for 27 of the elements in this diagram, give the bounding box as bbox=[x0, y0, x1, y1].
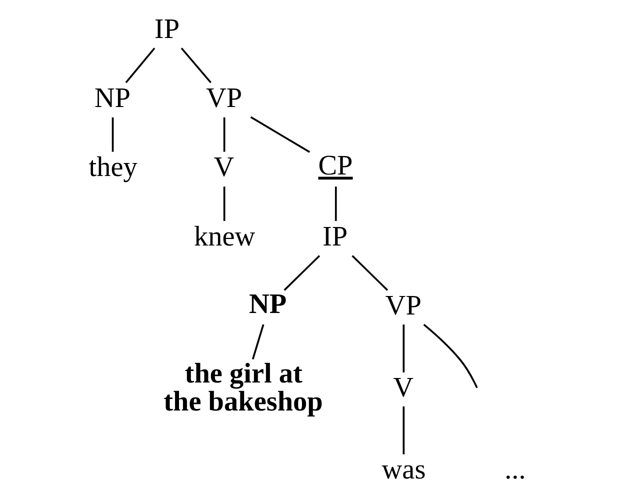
node-text: V bbox=[393, 372, 414, 404]
connector bbox=[125, 48, 156, 84]
connector bbox=[250, 116, 310, 153]
connector bbox=[352, 255, 388, 291]
node-text: CP bbox=[318, 150, 353, 182]
connector bbox=[180, 48, 212, 84]
node-text: knew bbox=[194, 221, 256, 252]
node-text: the girl at the bakeshop bbox=[164, 358, 323, 418]
label: ... bbox=[504, 454, 526, 486]
connector bbox=[223, 117, 226, 152]
connector bbox=[252, 324, 264, 360]
node-text: V bbox=[214, 152, 234, 184]
connector bbox=[223, 186, 226, 221]
node-text: they bbox=[88, 152, 138, 184]
connector bbox=[284, 255, 320, 291]
node-text: VP bbox=[206, 82, 242, 114]
node-text: IP bbox=[322, 221, 348, 252]
node-text: NP bbox=[249, 289, 287, 320]
node-text: VP bbox=[385, 290, 422, 322]
connector bbox=[112, 117, 114, 152]
connector bbox=[334, 186, 337, 221]
node-text: IP bbox=[154, 14, 180, 45]
connector bbox=[423, 324, 478, 388]
node-text: NP bbox=[94, 82, 131, 114]
connector bbox=[402, 406, 405, 454]
node-text: was bbox=[382, 454, 426, 486]
connector bbox=[402, 324, 405, 372]
